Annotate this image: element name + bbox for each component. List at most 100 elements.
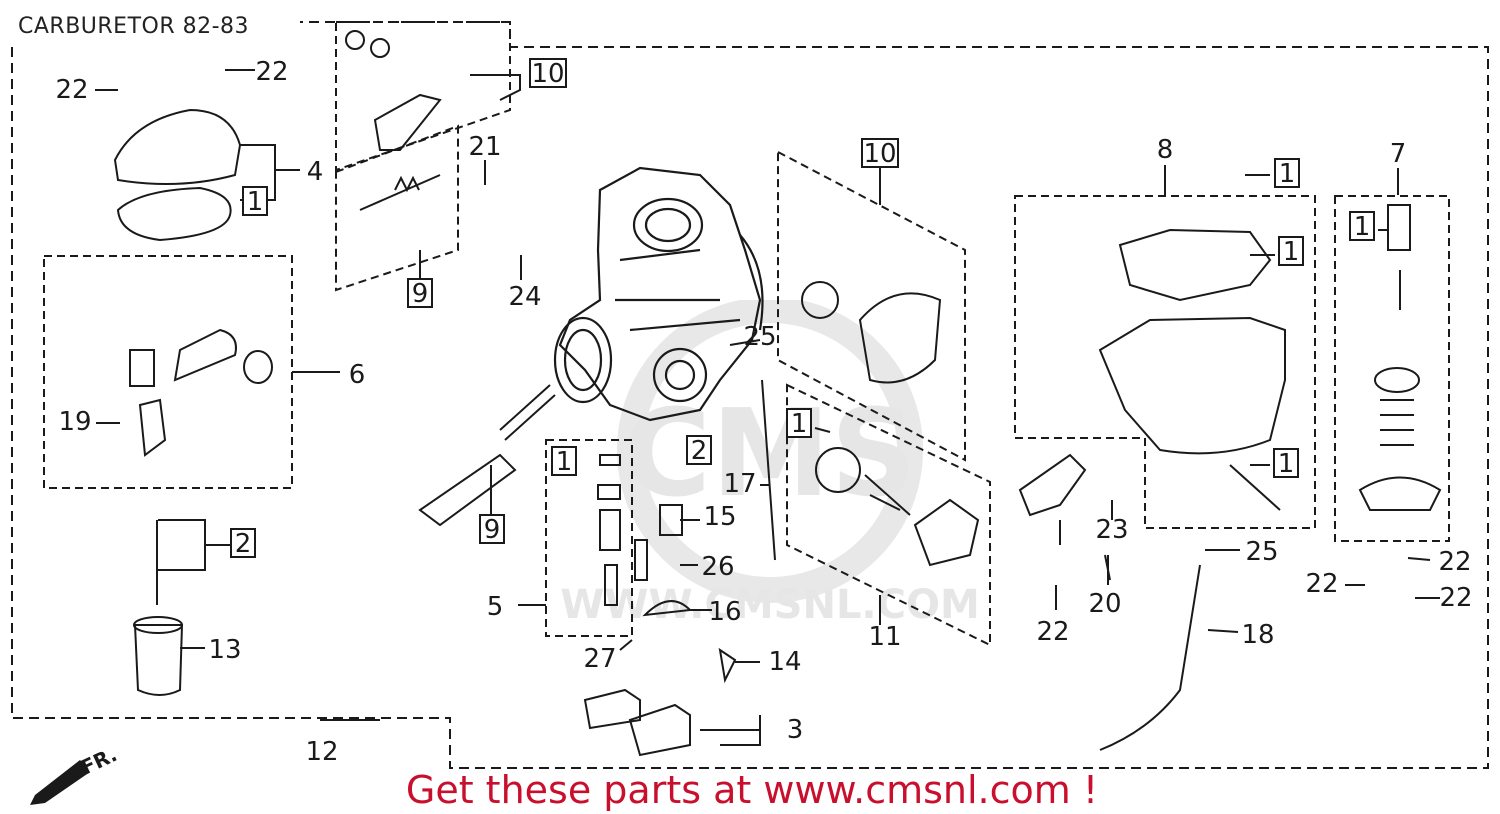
callout-label: 1 bbox=[791, 409, 808, 439]
callout-c10b: 10 bbox=[861, 138, 899, 169]
callout-label: 19 bbox=[58, 407, 91, 437]
callout-label: 12 bbox=[305, 737, 338, 767]
callout-label: 11 bbox=[868, 622, 901, 652]
callout-c10a: 10 bbox=[529, 58, 567, 89]
callout-box bbox=[479, 514, 505, 544]
callout-label: 1 bbox=[556, 447, 573, 477]
callout-box bbox=[1274, 158, 1300, 188]
carburetor-body bbox=[553, 166, 764, 422]
callout-label: 21 bbox=[468, 132, 501, 162]
callout-c27: 27 bbox=[583, 644, 616, 674]
callout-label: 7 bbox=[1390, 139, 1407, 169]
callout-label: 25 bbox=[743, 322, 776, 352]
box-11 bbox=[786, 383, 991, 647]
callout-label: 8 bbox=[1157, 135, 1174, 165]
callout-c1b: 1 bbox=[551, 446, 577, 477]
callout-c7: 7 bbox=[1390, 139, 1407, 169]
callout-label: 5 bbox=[487, 592, 504, 622]
callout-label: 22 bbox=[1438, 547, 1471, 577]
callout-label: 1 bbox=[1278, 449, 1295, 479]
callout-c5: 5 bbox=[487, 592, 504, 622]
callout-box bbox=[551, 446, 577, 476]
promo-footer[interactable]: Get these parts at www.cmsnl.com ! bbox=[0, 768, 1500, 812]
box-10-mid bbox=[777, 150, 966, 462]
callout-c9a: 9 bbox=[407, 278, 433, 309]
part-4-cover bbox=[113, 108, 242, 185]
callout-label: 9 bbox=[484, 515, 501, 545]
callout-c22e: 22 bbox=[1305, 569, 1338, 599]
callout-label: 18 bbox=[1241, 620, 1274, 650]
callout-c11: 11 bbox=[868, 622, 901, 652]
callout-c1c: 1 bbox=[786, 408, 812, 439]
callout-box bbox=[407, 278, 433, 308]
callout-box bbox=[1278, 236, 1304, 266]
callout-label: 25 bbox=[1245, 537, 1278, 567]
callout-label: 3 bbox=[787, 715, 804, 745]
part-10-bracket bbox=[373, 93, 442, 151]
callout-c24: 24 bbox=[508, 282, 541, 312]
callout-box bbox=[242, 186, 268, 216]
callout-label: 2 bbox=[235, 529, 252, 559]
callout-c20: 20 bbox=[1088, 589, 1121, 619]
callout-c25a: 25 bbox=[743, 322, 776, 352]
callout-label: 22 bbox=[1439, 583, 1472, 613]
callout-c16: 16 bbox=[708, 597, 741, 627]
callout-c1e: 1 bbox=[1278, 236, 1304, 267]
callout-box bbox=[529, 58, 567, 88]
callout-c6: 6 bbox=[349, 360, 366, 390]
part-17-tube bbox=[761, 379, 776, 561]
callout-label: 20 bbox=[1088, 589, 1121, 619]
promo-text[interactable]: Get these parts at www.cmsnl.com ! bbox=[405, 768, 1099, 812]
callout-box bbox=[686, 435, 712, 465]
box-5 bbox=[545, 439, 633, 637]
callout-c2b: 2 bbox=[686, 435, 712, 466]
callout-c21: 21 bbox=[468, 132, 501, 162]
part-13-chamber bbox=[133, 624, 184, 696]
callout-box bbox=[1273, 448, 1299, 478]
callout-label: 22 bbox=[1036, 617, 1069, 647]
callout-box bbox=[861, 138, 899, 168]
callout-c1a: 1 bbox=[242, 186, 268, 217]
callout-c22f: 22 bbox=[1439, 583, 1472, 613]
callout-label: 10 bbox=[863, 139, 896, 169]
callout-c26: 26 bbox=[701, 552, 734, 582]
callout-c13: 13 bbox=[208, 635, 241, 665]
callout-c1g: 1 bbox=[1349, 211, 1375, 242]
callout-label: 22 bbox=[55, 75, 88, 105]
part-8-bowl bbox=[1098, 316, 1286, 455]
callout-label: 9 bbox=[412, 279, 429, 309]
diagram-title: CARBURETOR 82-83 bbox=[18, 14, 250, 39]
callout-label: 1 bbox=[1279, 159, 1296, 189]
callout-label: 1 bbox=[247, 187, 264, 217]
callout-label: 24 bbox=[508, 282, 541, 312]
callout-c3: 3 bbox=[787, 715, 804, 745]
callout-label: 14 bbox=[768, 647, 801, 677]
callout-c22c: 22 bbox=[1036, 617, 1069, 647]
callout-box bbox=[1349, 211, 1375, 241]
callout-label: 13 bbox=[208, 635, 241, 665]
callout-c23: 23 bbox=[1095, 515, 1128, 545]
callout-label: 1 bbox=[1283, 237, 1300, 267]
part-1-bowl-gasket bbox=[1118, 228, 1272, 302]
box-9-top bbox=[335, 124, 459, 292]
callout-label: 26 bbox=[701, 552, 734, 582]
callout-label: 27 bbox=[583, 644, 616, 674]
callout-label: 6 bbox=[349, 360, 366, 390]
callout-label: 1 bbox=[1354, 212, 1371, 242]
callout-c25b: 25 bbox=[1245, 537, 1278, 567]
part-18-tube bbox=[1099, 564, 1201, 751]
callout-label: 15 bbox=[703, 502, 736, 532]
callout-c22a: 22 bbox=[55, 75, 88, 105]
callout-c19: 19 bbox=[58, 407, 91, 437]
callout-c17: 17 bbox=[723, 469, 756, 499]
box-6 bbox=[43, 255, 293, 489]
callout-c18: 18 bbox=[1241, 620, 1274, 650]
part-1-gasket bbox=[116, 186, 232, 242]
callout-c1f: 1 bbox=[1273, 448, 1299, 479]
callout-c1d: 1 bbox=[1274, 158, 1300, 189]
callout-box bbox=[230, 528, 256, 558]
callout-c4: 4 bbox=[307, 157, 324, 187]
callout-label: 22 bbox=[1305, 569, 1338, 599]
